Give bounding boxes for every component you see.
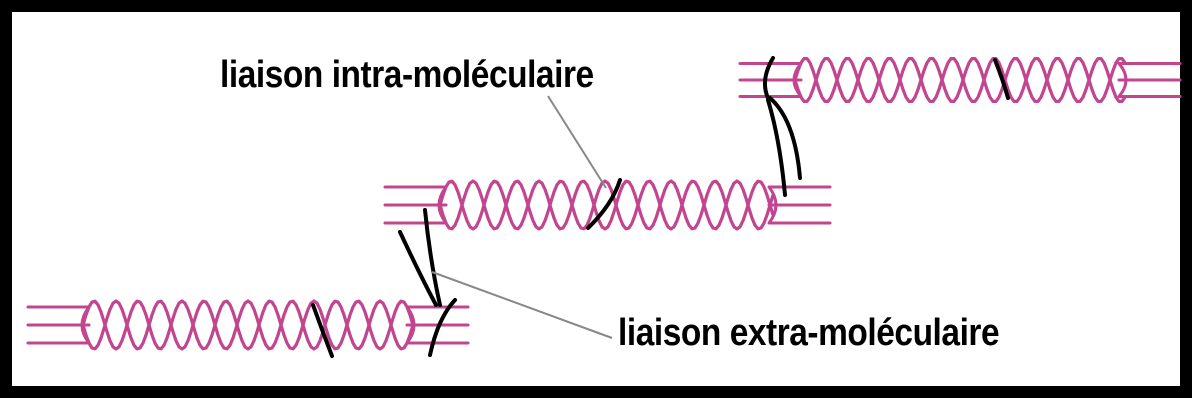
label-intra-molecular-bond: liaison intra-moléculaire <box>220 56 594 94</box>
molecule-top-strand-0 <box>795 59 1125 102</box>
leader-line-intra <box>548 96 606 188</box>
molecule-top-strand-1 <box>795 59 1125 102</box>
extra-bond-top-b <box>770 98 800 178</box>
molecule-bottom <box>28 301 468 349</box>
triple-helix-group <box>28 59 1180 349</box>
leader-line-extra <box>432 272 612 338</box>
molecule-top <box>740 59 1180 102</box>
label-extra-molecular-bond: liaison extra-moléculaire <box>618 314 999 352</box>
